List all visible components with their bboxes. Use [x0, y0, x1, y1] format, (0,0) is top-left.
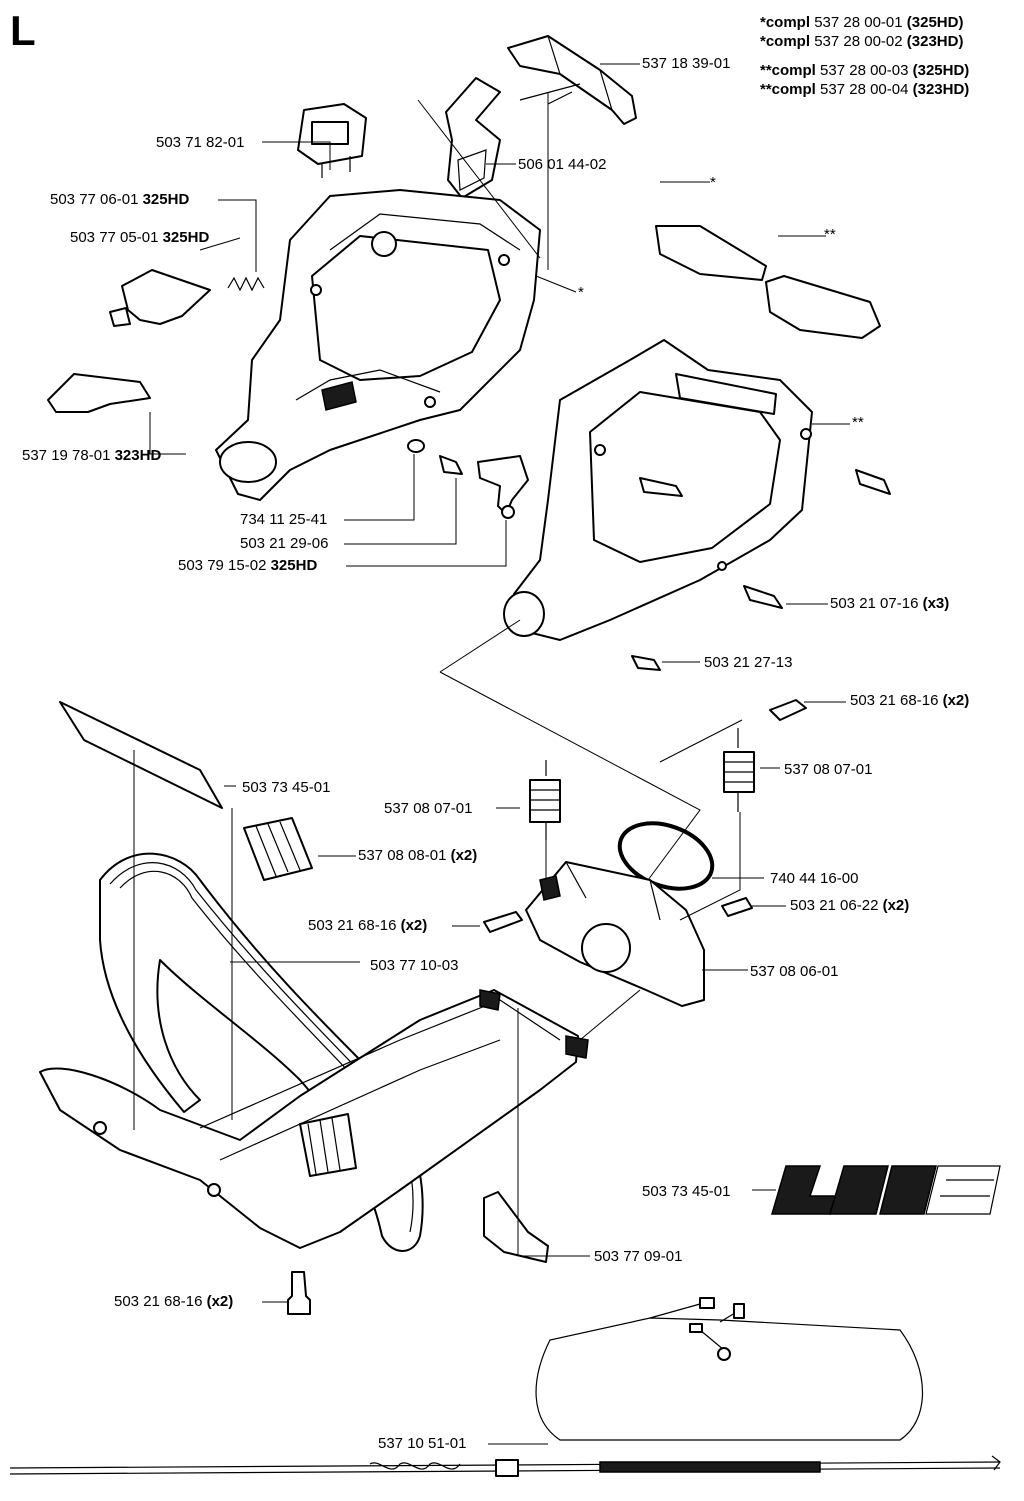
- part-label: 537 08 08-01 (x2): [358, 847, 478, 864]
- cable-clip-part: [483, 1191, 549, 1263]
- part-label: 503 21 68-16 (x2): [114, 1293, 234, 1310]
- wiring-harness-part: [535, 1297, 924, 1441]
- kit-note: *compl 537 28 00-02 (323HD): [760, 33, 964, 50]
- decal-sheet-part: [59, 701, 223, 809]
- screw-part: [439, 455, 463, 475]
- bracket-part: [477, 455, 529, 519]
- page-letter: L: [10, 7, 36, 54]
- part-label: 537 19 78-01 323HD: [22, 447, 162, 464]
- throttle-catch-part: [47, 373, 151, 413]
- part-label: 503 77 05-01 325HD: [70, 229, 210, 246]
- spring-coil-part: [299, 1113, 357, 1177]
- spring-coil-part: [243, 817, 313, 881]
- part-label: 503 21 29-06: [240, 535, 329, 552]
- part-label: 503 71 82-01: [156, 134, 245, 151]
- housing-screw-part: [631, 655, 661, 671]
- part-label: 537 08 06-01: [750, 963, 839, 980]
- stop-switch-part: [297, 103, 367, 178]
- washer-part: [407, 439, 425, 453]
- part-label: 503 21 07-16 (x3): [830, 595, 950, 612]
- screw-part: [769, 699, 807, 721]
- part-label: 537 10 51-01: [378, 1435, 467, 1452]
- part-label: 503 79 15-02 325HD: [178, 557, 318, 574]
- part-label: 537 08 07-01: [384, 800, 473, 817]
- screw-part: [287, 1271, 311, 1315]
- housing-screw-part: [743, 585, 783, 609]
- callout-double-star: **: [852, 414, 864, 431]
- housing-screw-part: [855, 469, 891, 495]
- part-label: 537 18 39-01: [642, 55, 731, 72]
- spring-part: [723, 728, 755, 812]
- part-label: 537 08 07-01: [784, 761, 873, 778]
- screw-part: [483, 911, 523, 933]
- left-handle-housing-part: [215, 189, 541, 501]
- choke-lever-part: [109, 269, 211, 327]
- vibration-mount-part: [525, 861, 705, 1007]
- housing-screw-part: [639, 477, 683, 497]
- callout-double-star: **: [824, 226, 836, 243]
- kit-note: **compl 537 28 00-04 (323HD): [760, 81, 970, 98]
- callout-star: *: [578, 284, 584, 301]
- part-label: 503 21 68-16 (x2): [308, 917, 428, 934]
- kit-note: **compl 537 28 00-03 (325HD): [760, 62, 970, 79]
- part-label: 734 11 25-41: [240, 511, 328, 528]
- part-label: 503 77 10-03: [370, 957, 459, 974]
- part-label: 503 73 45-01: [642, 1183, 731, 1200]
- throttle-lockout-part: [507, 35, 637, 125]
- lowvib-decal-part: [771, 1165, 1001, 1215]
- part-label: 503 21 68-16 (x2): [850, 692, 970, 709]
- part-label: 740 44 16-00: [770, 870, 859, 887]
- screw-part: [721, 897, 753, 917]
- spring-part: [529, 760, 561, 840]
- throttle-cable-part: [9, 1455, 1001, 1477]
- cover-plate-double-star-part: [765, 275, 881, 339]
- part-label: 503 77 09-01: [594, 1248, 683, 1265]
- part-label: 503 21 06-22 (x2): [790, 897, 910, 914]
- part-label: 503 21 27-13: [704, 654, 793, 671]
- throttle-trigger-part: [445, 77, 501, 199]
- kit-note: *compl 537 28 00-01 (325HD): [760, 14, 964, 31]
- leader-lines: [133, 63, 850, 1445]
- cover-plate-star-part: [655, 225, 767, 281]
- part-label: 503 77 06-01 325HD: [50, 191, 190, 208]
- callout-star: *: [710, 174, 716, 191]
- spring-small-part: [227, 276, 265, 292]
- handle-frame-part: [39, 989, 589, 1249]
- part-label: 506 01 44-02: [518, 156, 607, 173]
- part-label: 503 73 45-01: [242, 779, 331, 796]
